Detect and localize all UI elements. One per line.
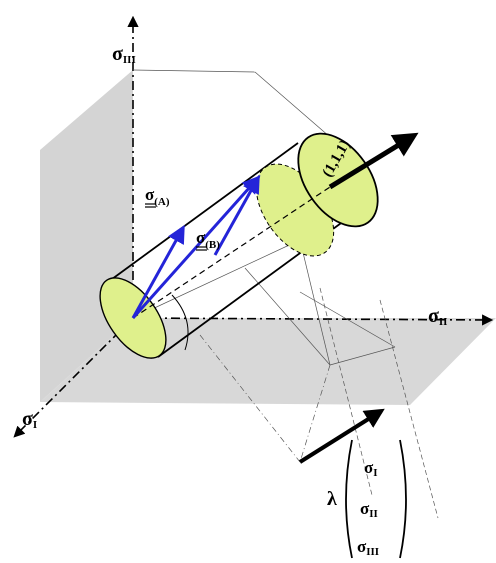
- stress-vector-A: [131, 175, 261, 319]
- matrix-bracket-right: [399, 439, 407, 559]
- stress-B-label: σ(B): [196, 228, 220, 251]
- svg-text:σ(A): σ(A): [145, 185, 170, 208]
- sigma-II-axis-label: σII: [428, 305, 447, 328]
- column-entry-sigma-I: σI: [364, 458, 378, 479]
- sigma-III-axis-label: σIII: [112, 43, 136, 66]
- disk-left-hidden-edge: [171, 294, 189, 351]
- sigma-I-axis: [13, 317, 134, 438]
- stress-vector-B: [131, 224, 185, 319]
- stress-A-label: σ(A): [145, 185, 170, 208]
- hydrostatic-axis-arrow: [328, 132, 419, 190]
- sigma-II-axis: [132, 314, 494, 326]
- svg-text:σ(B): σ(B): [196, 228, 220, 251]
- sigma-I-axis-label: σI: [22, 408, 37, 431]
- matrix-bracket-left: [345, 439, 353, 559]
- construction-lines: [132, 69, 439, 519]
- column-entry-sigma-II: σII: [360, 499, 378, 520]
- lambda-symbol: λ: [327, 488, 337, 510]
- lambda-arrow: [298, 408, 385, 464]
- column-entry-sigma-III: σIII: [357, 537, 379, 558]
- deviator-vector: [213, 174, 260, 256]
